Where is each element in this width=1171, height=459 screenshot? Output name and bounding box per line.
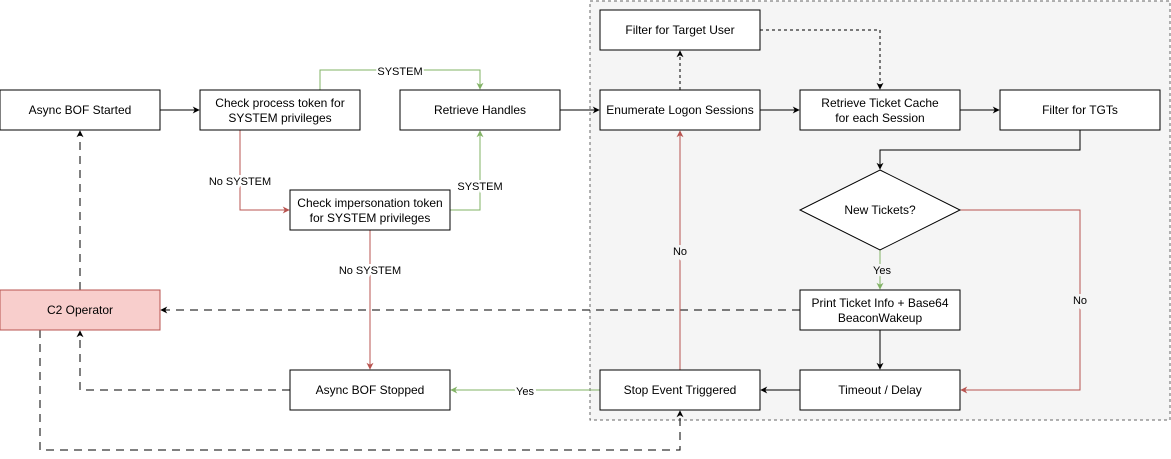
node-new-tickets-decision: New Tickets? <box>798 169 962 251</box>
node-label-line-2: BeaconWakeup <box>838 311 923 325</box>
edge-tgts-to-decision <box>876 130 1081 170</box>
label-system-top: SYSTEM <box>377 66 422 78</box>
node-stop-event-triggered: Stop Event Triggered <box>599 369 761 411</box>
node-label: Enumerate Logon Sessions <box>606 103 753 117</box>
node-print-ticket-info: Print Ticket Info + Base64 BeaconWakeup <box>799 289 961 331</box>
label-system-right: SYSTEM <box>457 181 502 193</box>
node-check-impersonation-token: Check impersonation token for SYSTEM pri… <box>289 189 451 231</box>
node-timeout-delay: Timeout / Delay <box>799 369 961 411</box>
node-label-line-2: SYSTEM privileges <box>228 111 331 125</box>
node-label: Async BOF Stopped <box>316 383 425 397</box>
node-label: Retrieve Handles <box>434 103 526 117</box>
node-async-bof-started: Async BOF Started <box>0 89 161 131</box>
node-label: Timeout / Delay <box>838 383 922 397</box>
label-no-right: No <box>1073 295 1087 307</box>
node-label-line-1: Check impersonation token <box>297 196 442 210</box>
node-label-line-1: Check process token for <box>215 96 344 110</box>
node-label: Stop Event Triggered <box>624 383 737 397</box>
edge-process-no-system <box>239 130 290 214</box>
edge-impersonation-system <box>450 130 484 211</box>
label-yes-stop: Yes <box>516 386 534 398</box>
edge-decision-no <box>960 209 1081 394</box>
node-async-bof-stopped: Async BOF Stopped <box>289 369 451 411</box>
node-enumerate-logon-sessions: Enumerate Logon Sessions <box>599 89 761 131</box>
edge-process-system <box>319 69 484 90</box>
node-label-line-1: Retrieve Ticket Cache <box>821 96 939 110</box>
node-label-line-2: for each Session <box>835 111 924 125</box>
node-label: New Tickets? <box>844 203 916 217</box>
node-label: Filter for TGTs <box>1042 103 1118 117</box>
node-check-process-token: Check process token for SYSTEM privilege… <box>199 89 361 131</box>
edge-stopped-to-operator <box>76 330 290 391</box>
node-label: Filter for Target User <box>625 23 734 37</box>
node-filter-tgts: Filter for TGTs <box>999 89 1161 131</box>
node-label: C2 Operator <box>47 303 113 317</box>
node-retrieve-ticket-cache: Retrieve Ticket Cache for each Session <box>799 89 961 131</box>
label-no-system-1: No SYSTEM <box>209 176 271 188</box>
node-retrieve-handles: Retrieve Handles <box>399 89 561 131</box>
edge-operator-to-stop <box>39 330 684 451</box>
node-label-line-2: for SYSTEM privileges <box>310 211 431 225</box>
label-no-loop: No <box>673 246 687 258</box>
node-c2-operator: C2 Operator <box>0 289 161 331</box>
label-no-system-2: No SYSTEM <box>339 265 401 277</box>
edge-filter-target-to-cache <box>760 29 884 90</box>
node-label-line-1: Print Ticket Info + Base64 <box>811 296 948 310</box>
label-yes-print: Yes <box>873 265 891 277</box>
node-label: Async BOF Started <box>29 103 132 117</box>
node-filter-target-user: Filter for Target User <box>599 9 761 51</box>
